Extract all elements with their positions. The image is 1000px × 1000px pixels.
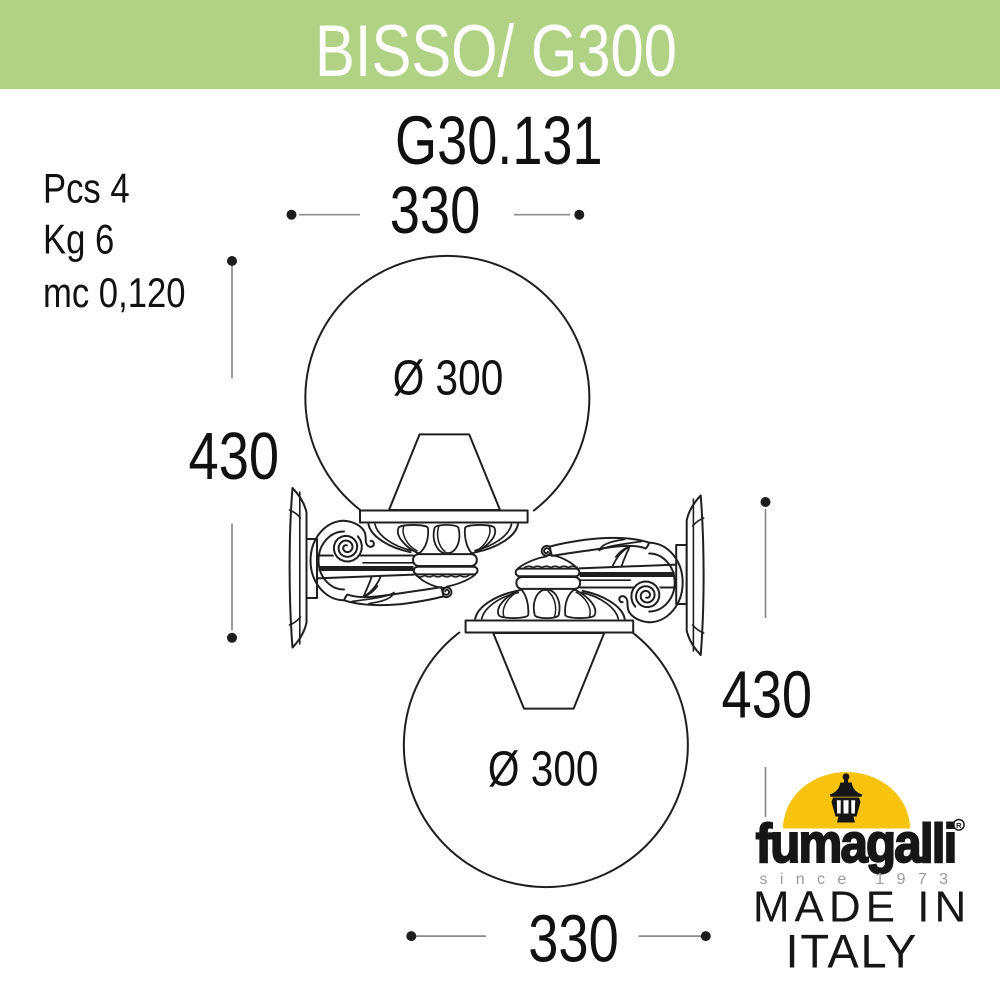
svg-text:330: 330 (528, 901, 619, 976)
svg-text:fumagalli: fumagalli (756, 813, 956, 874)
svg-text:mc 0,120: mc 0,120 (43, 270, 186, 317)
svg-text:430: 430 (189, 418, 280, 493)
svg-text:Pcs 4: Pcs 4 (43, 165, 130, 212)
svg-text:330: 330 (390, 173, 481, 248)
svg-text:ITALY: ITALY (786, 925, 919, 978)
svg-text:since 1973: since 1973 (760, 871, 961, 888)
svg-text:430: 430 (722, 657, 813, 732)
svg-text:MADE IN: MADE IN (753, 882, 971, 931)
svg-text:BISSO/ G300: BISSO/ G300 (315, 10, 677, 92)
svg-text:Kg 6: Kg 6 (43, 216, 114, 263)
svg-text:Ø 300: Ø 300 (488, 741, 599, 797)
svg-text:R: R (956, 821, 962, 830)
svg-text:G30.131: G30.131 (395, 103, 603, 180)
svg-text:Ø 300: Ø 300 (393, 350, 504, 406)
